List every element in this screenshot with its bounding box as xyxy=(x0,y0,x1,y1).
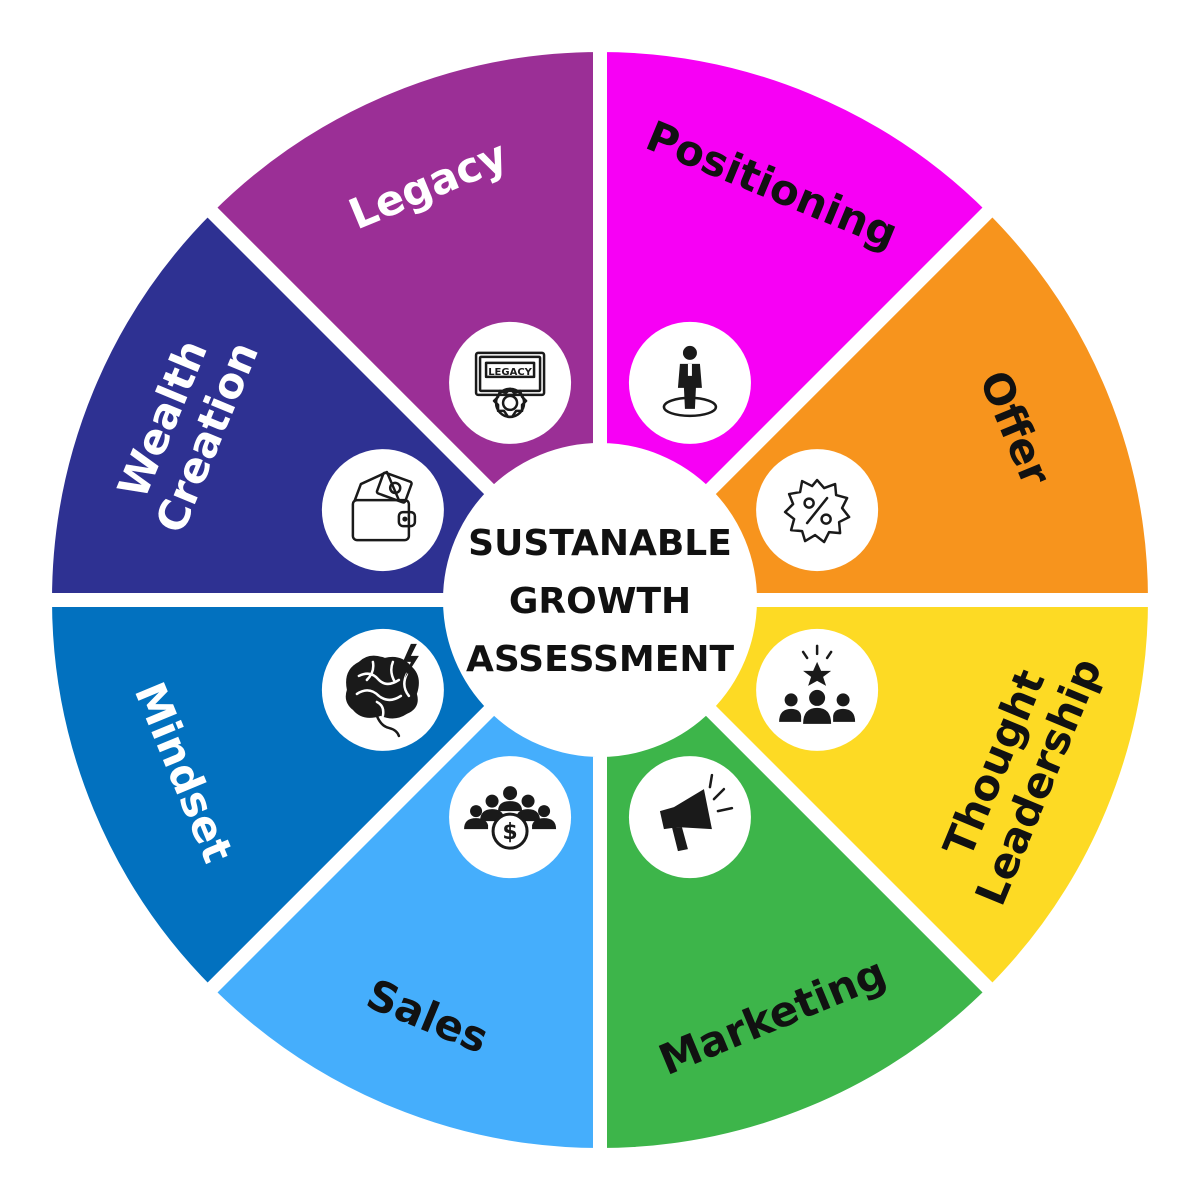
segment-wealth-creation-icon-circle xyxy=(321,449,444,572)
segment-legacy-icon-text: LEGACY xyxy=(488,367,532,378)
segment-positioning: Positioning xyxy=(593,38,1000,501)
segment-marketing: Marketing xyxy=(593,699,1000,1162)
center-title-line-1: SUSTANABLE xyxy=(468,523,732,564)
center-title: SUSTANABLE GROWTH ASSESSMENT xyxy=(466,523,734,680)
center-title-line-3: ASSESSMENT xyxy=(466,639,734,680)
segments-layer: PositioningOfferThoughtLeadershipMarketi… xyxy=(38,38,1162,1162)
segment-mindset: Mindset xyxy=(38,593,501,1000)
segment-sales: Sales xyxy=(200,699,607,1162)
center-title-line-2: GROWTH xyxy=(509,581,691,622)
segment-wealth-creation: WealthCreation xyxy=(38,200,501,607)
segment-legacy-icon-circle xyxy=(449,321,572,444)
segment-offer: Offer xyxy=(699,200,1162,607)
segment-thought-leadership: ThoughtLeadership xyxy=(699,593,1162,1000)
